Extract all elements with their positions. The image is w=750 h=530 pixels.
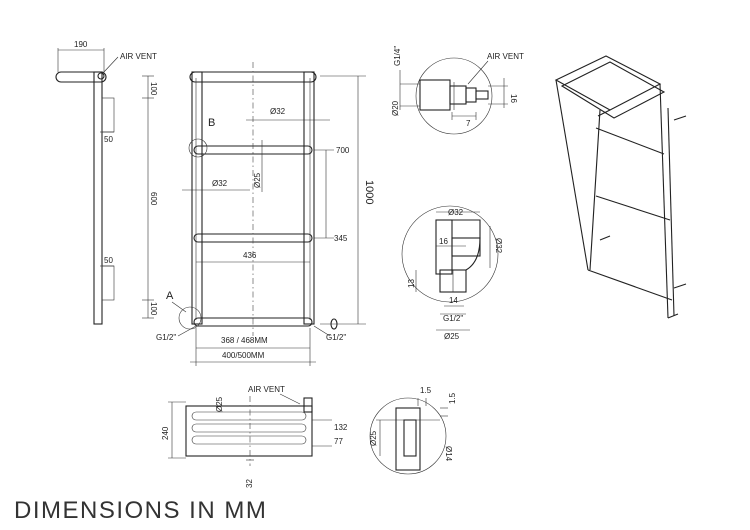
vent-air-vent-label: AIR VENT — [487, 52, 524, 61]
b-dim-d32-top: Ø32 — [448, 208, 464, 217]
top-view: AIR VENT Ø25 240 132 77 32 — [161, 385, 348, 488]
dimensions-title: DIMENSIONS IN MM — [14, 497, 268, 524]
detail-b-marker: B — [208, 117, 215, 129]
b-dim-14: 14 — [449, 296, 458, 305]
dim-190: 190 — [74, 40, 88, 49]
isometric-view — [554, 55, 687, 319]
sec-dim-1-5-top: 1.5 — [420, 386, 432, 395]
dim-width-outer: 400/500MM — [222, 351, 265, 360]
b-dim-g12: G1/2" — [443, 314, 463, 323]
top-dim-77: 77 — [334, 437, 343, 446]
detail-b-section: Ø32 16 Ø32 13 14 G1/2" Ø25 — [401, 205, 503, 341]
dim-d32-left: Ø32 — [212, 179, 228, 188]
side-view: 190 AIR VENT 100 50 600 50 100 — [55, 40, 158, 325]
dim-50-top: 50 — [104, 135, 113, 144]
b-dim-13: 13 — [407, 279, 416, 288]
top-dim-240: 240 — [161, 426, 170, 440]
detail-a-marker: A — [166, 290, 174, 302]
g12-right: G1/2" — [326, 333, 346, 342]
dim-d20: Ø20 — [391, 100, 400, 116]
front-view: Ø32 B Ø25 Ø32 436 700 345 1000 A G1/2" G… — [156, 62, 375, 366]
dim-d32-top: Ø32 — [270, 107, 286, 116]
dim-345: 345 — [334, 234, 348, 243]
dim-100-bottom: 100 — [149, 302, 158, 316]
dim-1000: 1000 — [363, 180, 375, 204]
dim-width-inner: 368 / 468MM — [221, 336, 268, 345]
dim-50-bottom: 50 — [104, 256, 113, 265]
dim-d25: Ø25 — [253, 172, 262, 188]
sec-dim-d25: Ø25 — [369, 430, 378, 446]
sec-dim-1-5-right: 1.5 — [448, 392, 457, 404]
detail-air-vent: G1/4" Ø20 AIR VENT 16 7 — [391, 46, 524, 135]
dim-100-top: 100 — [149, 82, 158, 96]
top-air-vent-label: AIR VENT — [248, 385, 285, 394]
b-dim-d32-right: Ø32 — [494, 238, 503, 254]
dim-7: 7 — [466, 119, 471, 128]
dim-436: 436 — [243, 251, 257, 260]
sec-dim-d14: Ø14 — [444, 446, 453, 462]
dim-600: 600 — [149, 192, 158, 206]
top-dim-d25: Ø25 — [215, 396, 224, 412]
side-air-vent-label: AIR VENT — [120, 52, 157, 61]
g12-left: G1/2" — [156, 333, 176, 342]
b-dim-16: 16 — [439, 237, 448, 246]
top-dim-32: 32 — [245, 479, 254, 488]
dim-16-vent: 16 — [509, 94, 518, 103]
dim-700: 700 — [336, 146, 350, 155]
detail-cross-section: 1.5 1.5 Ø25 Ø14 — [369, 386, 457, 475]
top-dim-132: 132 — [334, 423, 348, 432]
b-dim-d25: Ø25 — [444, 332, 460, 341]
dim-g14: G1/4" — [393, 46, 402, 66]
